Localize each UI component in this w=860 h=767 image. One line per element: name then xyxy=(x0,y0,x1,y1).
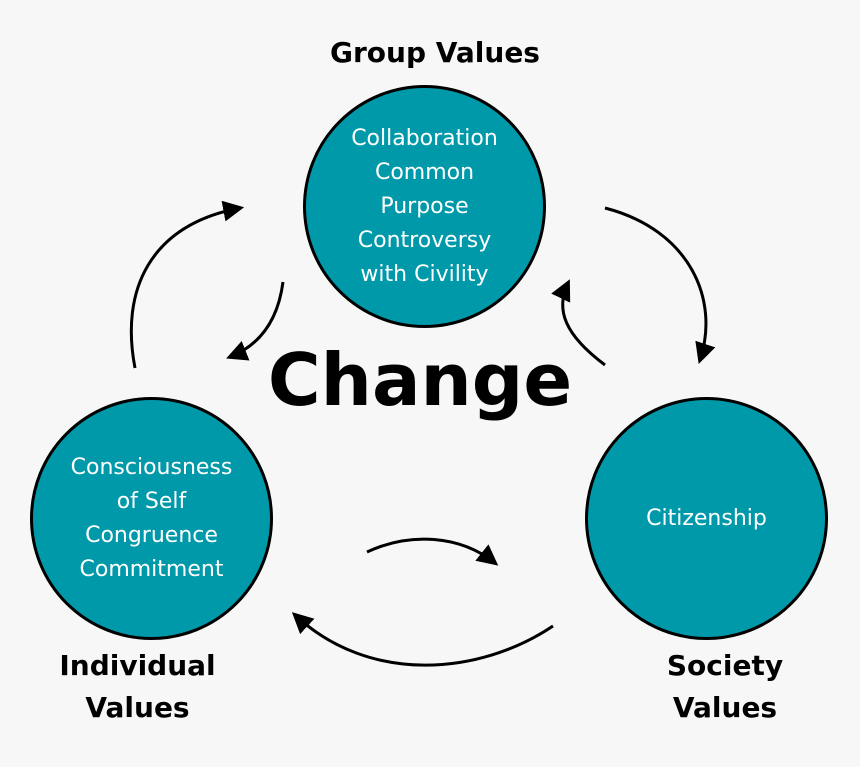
group-item: Controversy xyxy=(357,227,492,253)
society-values-list: Citizenship xyxy=(646,502,767,536)
group-values-heading: Group Values xyxy=(330,36,540,69)
individual-heading-line: Individual xyxy=(59,649,216,682)
individual-item: Commitment xyxy=(79,556,224,582)
society-values-heading: Society Values xyxy=(625,645,825,729)
arrow-group-to-society xyxy=(604,206,716,364)
individual-values-heading: Individual Values xyxy=(30,645,245,729)
group-item: Common xyxy=(374,159,475,185)
society-item: Citizenship xyxy=(646,505,767,531)
arrow-society-to-individual xyxy=(291,612,554,667)
individual-values-list: Consciousness of Self Congruence Commitm… xyxy=(71,451,233,587)
group-item: Purpose xyxy=(380,193,469,219)
society-heading-line: Values xyxy=(672,691,778,724)
group-values-circle: Collaboration Common Purpose Controversy… xyxy=(303,85,546,328)
arrow-group-to-individual xyxy=(226,281,285,361)
individual-item: Consciousness xyxy=(70,454,233,480)
arrow-individual-to-society xyxy=(366,537,499,566)
individual-item: of Self xyxy=(116,488,187,514)
group-item: Collaboration xyxy=(351,125,498,151)
society-values-circle: Citizenship xyxy=(585,397,828,640)
society-heading-line: Society xyxy=(666,649,784,682)
individual-item: Congruence xyxy=(85,522,218,548)
individual-heading-line: Values xyxy=(85,691,190,724)
group-values-list: Collaboration Common Purpose Controversy… xyxy=(351,122,498,292)
arrow-individual-to-group xyxy=(129,200,245,369)
arrow-society-to-group xyxy=(551,279,606,367)
individual-values-circle: Consciousness of Self Congruence Commitm… xyxy=(30,397,273,640)
group-item: with Civility xyxy=(360,261,489,287)
center-label: Change xyxy=(267,338,573,422)
